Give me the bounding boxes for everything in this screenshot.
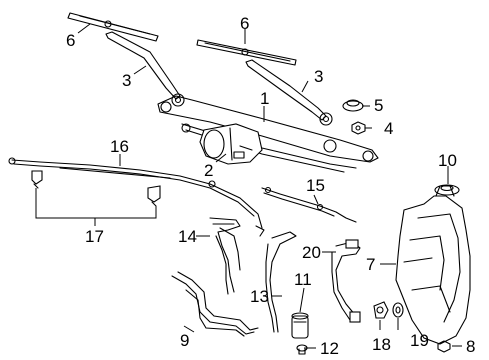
- washer-hose-14: [209, 217, 241, 295]
- pump-grommet: [296, 344, 308, 355]
- callout-5: 5: [374, 96, 383, 115]
- washer-hose-9: [171, 271, 259, 337]
- callout-3-right: 3: [314, 67, 323, 86]
- wiper-arm-left: [105, 31, 185, 107]
- callout-10: 10: [438, 151, 457, 170]
- level-sensor: [373, 301, 389, 319]
- callout-1: 1: [260, 89, 269, 108]
- washer-nozzle-right: [147, 185, 161, 207]
- callout-20: 20: [302, 243, 321, 262]
- callout-6-right: 6: [240, 14, 249, 33]
- callout-9: 9: [180, 331, 189, 350]
- reservoir-cap: [434, 184, 460, 196]
- washer-hose-20: [331, 239, 361, 323]
- callout-2: 2: [204, 161, 213, 180]
- callout-17: 17: [85, 227, 104, 246]
- callout-14: 14: [178, 227, 197, 246]
- washer-pump: [291, 312, 309, 339]
- washer-reservoir: [395, 185, 471, 345]
- callout-15: 15: [306, 176, 325, 195]
- washer-hose-13: [265, 231, 297, 333]
- reservoir-screw: [437, 340, 451, 353]
- callout-11: 11: [294, 270, 312, 289]
- washer-hose-long: [8, 157, 265, 237]
- leader-lines: [35, 23, 462, 349]
- callout-18: 18: [372, 335, 391, 354]
- sensor-seal: [392, 302, 404, 318]
- callout-8: 8: [466, 337, 475, 356]
- washer-nozzle-left: [31, 170, 43, 189]
- callout-19: 19: [410, 331, 429, 350]
- nut: [351, 121, 366, 135]
- wiper-blade-right: [196, 39, 297, 66]
- callout-3-left: 3: [122, 71, 131, 90]
- washer-hose-upper: [261, 186, 357, 223]
- callout-13: 13: [250, 287, 269, 306]
- wiper-motor: [199, 123, 263, 165]
- callout-12: 12: [320, 339, 339, 358]
- callout-7: 7: [366, 255, 375, 274]
- callout-4: 4: [384, 119, 393, 138]
- wiper-arm-right: [245, 59, 333, 126]
- callout-6-left: 6: [66, 31, 75, 50]
- wiper-blade-left: [67, 12, 159, 42]
- callout-16: 16: [110, 137, 129, 156]
- grommet: [342, 99, 364, 112]
